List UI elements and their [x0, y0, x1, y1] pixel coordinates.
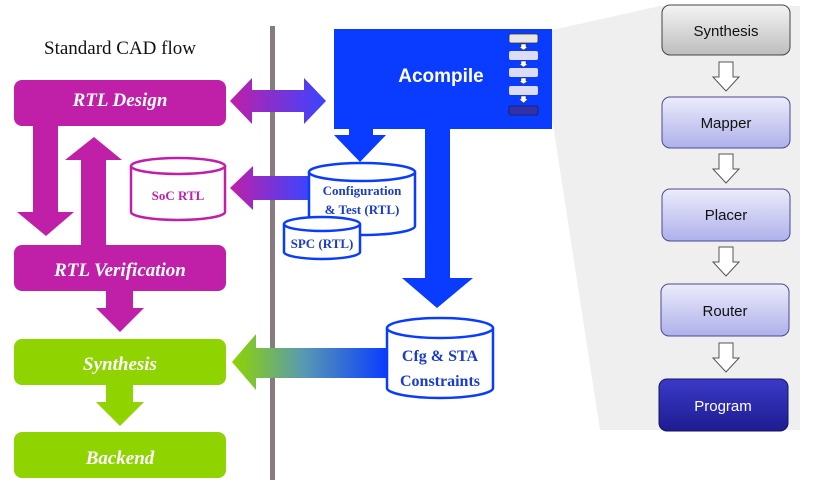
soc-rtl-database — [129, 156, 227, 222]
arrow-constraints-to-synthesis — [232, 334, 388, 390]
arrow-acompile-to-config — [334, 128, 386, 162]
arrow-down-verification-to-synthesis — [96, 290, 144, 332]
right-flow: Synthesis Mapper Placer Router Program — [658, 4, 791, 432]
cfg-sta-database — [385, 316, 495, 400]
synthesis-label: Synthesis — [83, 354, 157, 375]
step-arrow-icon — [711, 342, 741, 373]
rtl-verification-box — [14, 245, 226, 291]
step-label-synthesis: Synthesis — [693, 23, 758, 40]
cfg-sta-label-line1: Cfg & STA — [402, 348, 479, 365]
acompile-label: Acompile — [398, 66, 484, 87]
step-box-program — [658, 378, 789, 432]
rtl-design-label: RTL Design — [72, 90, 168, 111]
spc-label: SPC (RTL) — [291, 236, 354, 251]
step-arrow-icon — [711, 246, 741, 277]
diagram-title: Standard CAD flow — [44, 38, 196, 59]
config-test-label-line1: Configuration — [323, 183, 403, 198]
rtl-design-box — [14, 80, 226, 126]
arrow-up-verification-to-design — [65, 137, 122, 248]
spc-database — [282, 215, 362, 261]
step-label-mapper: Mapper — [701, 115, 752, 132]
backend-label: Backend — [85, 448, 155, 469]
step-box-placer — [661, 188, 791, 242]
step-box-mapper — [661, 96, 791, 149]
arrow-acompile-to-constraints — [402, 128, 473, 308]
step-arrow-icon — [711, 153, 741, 184]
acompile-mini-flow-icon — [508, 33, 539, 116]
rtl-verification-label: RTL Verification — [53, 260, 186, 281]
divider-line — [270, 26, 275, 480]
step-label-program: Program — [694, 398, 752, 415]
step-box-router — [660, 283, 790, 337]
step-box-synthesis — [661, 4, 791, 56]
config-test-database — [307, 161, 417, 237]
config-test-label-line2: & Test (RTL) — [325, 202, 400, 217]
step-label-placer: Placer — [705, 207, 748, 224]
arrow-down-synthesis-to-backend — [96, 384, 144, 426]
double-arrow-design-acompile — [230, 78, 326, 124]
soc-rtl-label: SoC RTL — [152, 188, 205, 203]
synthesis-box — [14, 339, 226, 385]
arrow-config-to-soc-rtl — [230, 166, 310, 210]
backend-box — [14, 432, 226, 478]
step-label-router: Router — [702, 303, 747, 320]
cfg-sta-label-line2: Constraints — [400, 373, 480, 390]
step-arrow-icon — [711, 61, 741, 92]
arrow-down-design-to-verification — [17, 125, 74, 236]
